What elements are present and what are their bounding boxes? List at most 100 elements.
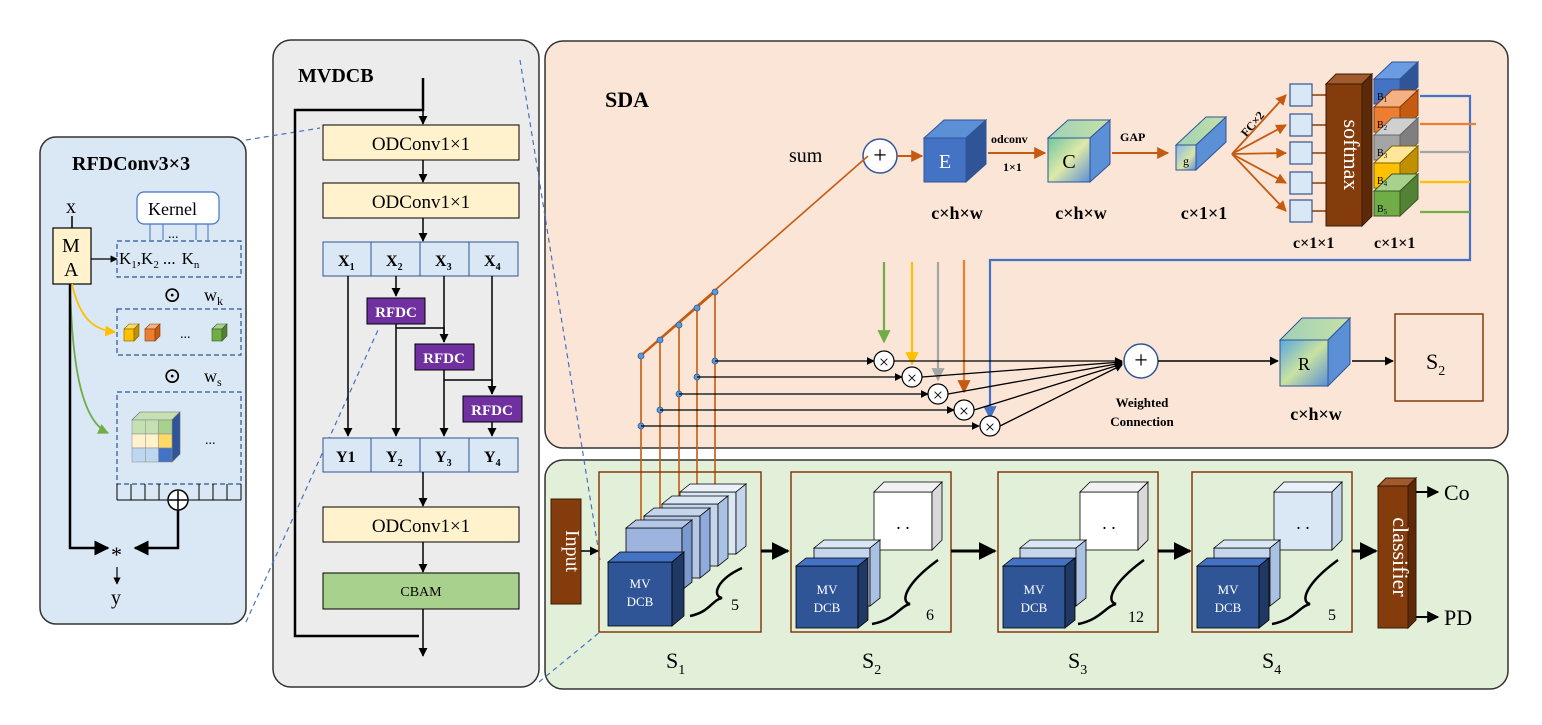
c-dim: c×h×w: [1055, 203, 1107, 223]
mvdcb-label-s1-line1: MV: [630, 576, 652, 591]
mult-symbol-3: ×: [933, 385, 943, 405]
stage-2-brace: [871, 558, 939, 626]
stage-4-dots: . .: [1296, 513, 1310, 533]
gap-label: GAP: [1120, 130, 1145, 144]
b1-label: B1: [1377, 92, 1388, 104]
zoom-line: [519, 59, 601, 561]
dot-product-op-k: ⊙: [163, 282, 181, 307]
stage-2-count: 6: [926, 607, 934, 624]
output-co: Co: [1444, 480, 1470, 505]
c-label: C: [1062, 151, 1075, 173]
ma-to-wk-arrow: [71, 283, 117, 337]
mult-symbol-1: ×: [879, 352, 889, 372]
x-input-label: x: [66, 196, 76, 218]
y1-cell: Y1: [336, 449, 356, 466]
s2-label: S2: [1426, 349, 1445, 379]
mvdcb-title: MVDCB: [298, 65, 374, 87]
fc-dim: c×1×1: [1293, 235, 1334, 252]
stage-4-label: S4: [1262, 648, 1281, 678]
sum-label: sum: [789, 145, 823, 167]
attention-cubes-box: [116, 308, 242, 356]
kernel-list: K1,K2...Kn: [119, 249, 200, 271]
rfdc-block-2: [414, 343, 475, 371]
mvdcb-label-s3-line2: DCB: [1021, 600, 1048, 615]
stage-3-brace: [1077, 558, 1145, 626]
stage-3-dots: . .: [1102, 513, 1116, 533]
rfdc-label-3: RFDC: [471, 403, 513, 419]
e-cube: [922, 118, 988, 184]
b3-label: B3: [1377, 148, 1388, 160]
odconv-label-2: ODConv1×1: [372, 192, 470, 213]
ma-a-letter: A: [64, 259, 79, 281]
stage-1-label: S1: [666, 648, 685, 678]
fc-outputs: [1289, 83, 1313, 223]
y-output-label: y: [111, 587, 121, 609]
stage-4-count: 5: [1328, 607, 1336, 624]
zoom-line: [245, 127, 321, 141]
sum-to-mult-arrow: [133, 510, 180, 556]
output-pd: PD: [1444, 605, 1472, 630]
fc-to-softmax: [1312, 94, 1326, 212]
r-cube: [1278, 316, 1352, 388]
zoom-line: [538, 631, 601, 683]
odconv-arrow-label: odconv: [991, 132, 1028, 146]
classifier-block: [1376, 476, 1418, 630]
wk-label: wk: [204, 285, 223, 308]
mvdcb-label-s2-line2: DCB: [814, 600, 841, 615]
rfdc-block-3: [462, 395, 523, 423]
x2-cell: X2: [386, 253, 403, 273]
cbam-block: [322, 572, 520, 610]
grid-dots: ...: [205, 433, 216, 448]
stage-1-stack: [606, 483, 748, 627]
x-to-mult-arrow: [68, 284, 110, 556]
c-cube: [1046, 118, 1112, 184]
x3-cell: X3: [435, 253, 452, 273]
sum-op-symbol: +: [873, 143, 887, 169]
mult-to-sum: [894, 357, 1123, 427]
mult-ops: [873, 350, 1001, 437]
weighted-sum-symbol: +: [1134, 348, 1148, 374]
r-label: R: [1298, 354, 1310, 374]
mult-star: *: [111, 542, 122, 567]
odconv-label-3: ODConv1×1: [372, 516, 470, 537]
rfdc-label-2: RFDC: [423, 351, 465, 367]
softmax-block: [1324, 72, 1374, 228]
x1-cell: X1: [338, 253, 355, 273]
mult-symbol-5: ×: [985, 417, 995, 437]
mult-inputs: [641, 357, 980, 430]
input-label: Input: [561, 530, 583, 573]
stage-4-brace: [1271, 558, 1339, 626]
cube-dots: ...: [180, 327, 191, 342]
stage-1-brace: [689, 566, 743, 618]
sda-title: SDA: [605, 87, 649, 112]
mvdcb-label-s4-line2: DCB: [1215, 600, 1242, 615]
b-dim: c×1×1: [1374, 235, 1415, 252]
b-cubes: [1372, 60, 1420, 218]
branch-line-blue: [983, 94, 1472, 420]
g-cube: [1174, 115, 1228, 172]
stage-1-count: 5: [731, 597, 739, 614]
mvdcb-label-s2-line1: MV: [817, 582, 839, 597]
cbam-label: CBAM: [400, 585, 442, 600]
ma-m-letter: M: [62, 235, 80, 257]
y2-cell: Y2: [386, 449, 403, 469]
stage-2-label: S2: [862, 648, 881, 678]
stage-3-stack: [1001, 481, 1149, 629]
r-dim: c×h×w: [1290, 404, 1342, 424]
sda-panel: [544, 40, 1509, 449]
odconv-block-3: [322, 506, 520, 543]
stage-3-label: S3: [1068, 648, 1087, 678]
b5-label: B5: [1377, 204, 1388, 216]
mvdcb-label-s1-line2: DCB: [627, 594, 654, 609]
odconv-label-1: ODConv1×1: [372, 134, 470, 155]
kernel-label: Kernel: [148, 199, 197, 219]
kernel-box: [136, 191, 220, 225]
mvdcb-label-s3-line1: MV: [1024, 582, 1046, 597]
rfdc-label-1: RFDC: [375, 305, 417, 321]
yellow-cube: [123, 323, 140, 342]
grid-cube: [131, 411, 181, 463]
b4-label: B4: [1377, 176, 1388, 188]
odconv-block-1: [322, 124, 520, 161]
